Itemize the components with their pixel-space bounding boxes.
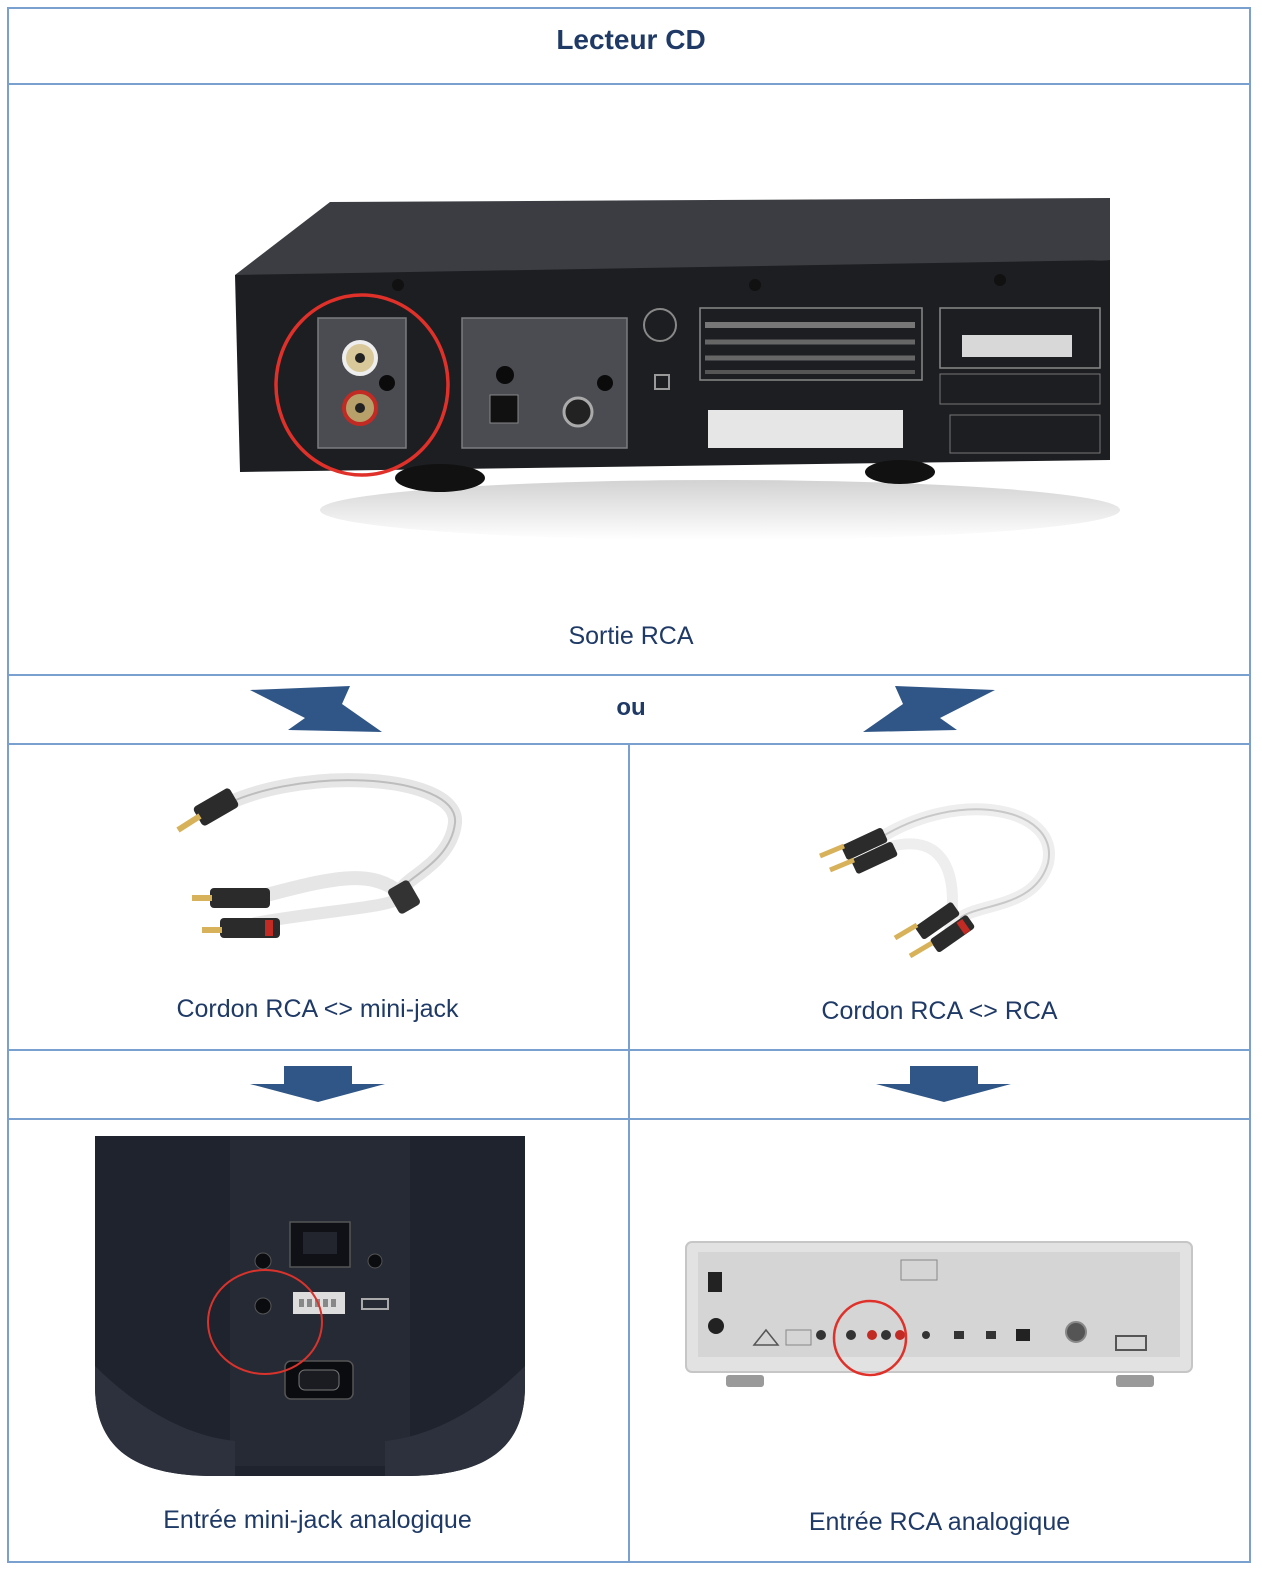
cable-right-caption: Cordon RCA <> RCA [821, 997, 1058, 1025]
border-left [7, 7, 9, 1563]
speaker-rear-image [95, 1136, 525, 1476]
destination-right-caption: Entrée RCA analogique [808, 1508, 1071, 1536]
page-title: Lecteur CD [556, 24, 706, 55]
border-top [7, 7, 1251, 9]
border-row1 [7, 83, 1251, 85]
cable-left-caption: Cordon RCA <> mini-jack [176, 995, 459, 1023]
border-middle [628, 743, 630, 1563]
border-row2 [7, 674, 1251, 676]
down-right-arrow-icon [250, 686, 382, 732]
or-label: ou [616, 694, 646, 721]
source-caption: Sortie RCA [568, 622, 694, 650]
receiver-rear-image [685, 1241, 1193, 1387]
down-arrow-icon [250, 1066, 385, 1102]
cd-player-image [235, 198, 1120, 540]
destination-left-caption: Entrée mini-jack analogique [163, 1506, 472, 1534]
rca-minijack-cable-image [176, 773, 462, 938]
highlight-circle [274, 293, 450, 477]
down-left-arrow-icon [863, 686, 995, 732]
down-arrow-icon [876, 1066, 1011, 1102]
rca-rca-cable-image [819, 803, 1055, 959]
border-right [1249, 7, 1251, 1563]
